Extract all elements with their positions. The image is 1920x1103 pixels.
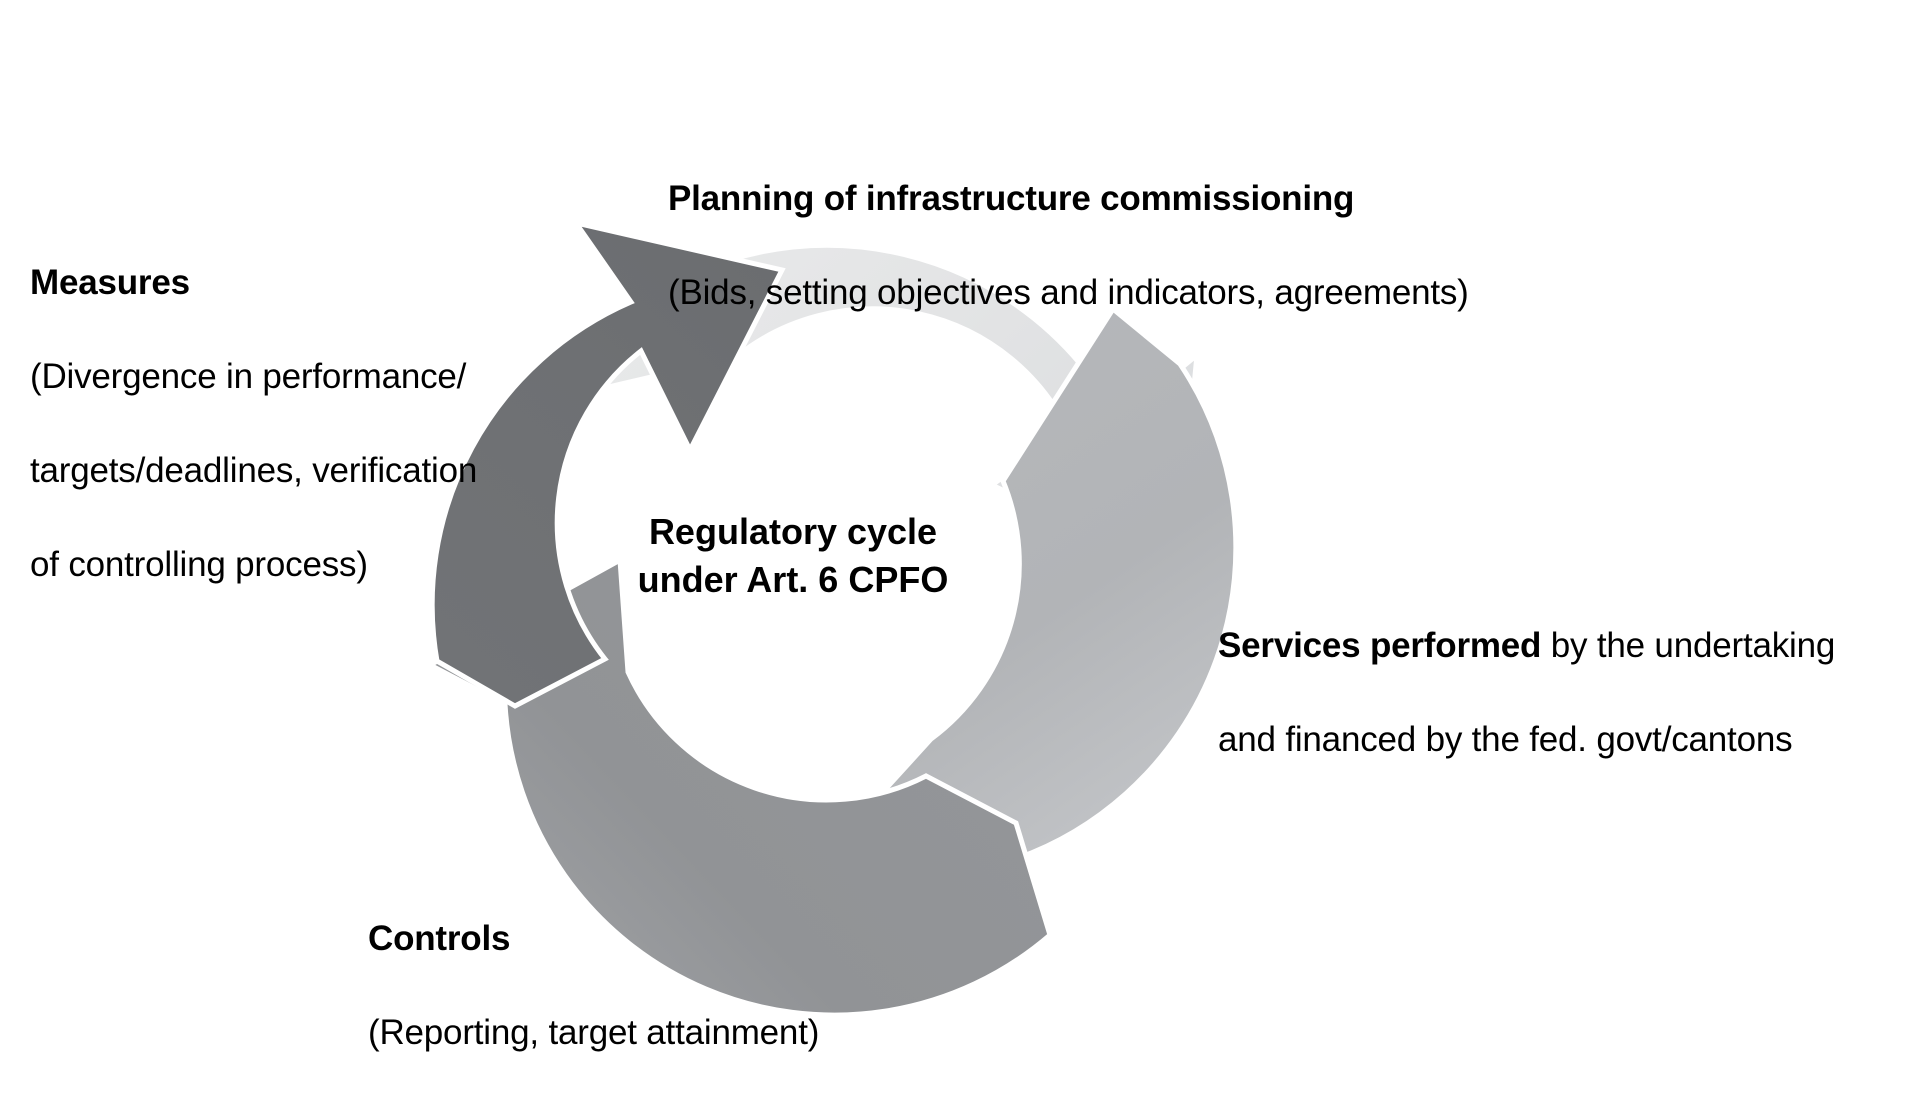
label-services-line1: Services performed by the undertaking [1218,622,1918,669]
diagram-canvas: Planning of infrastructure commissioning… [30,128,1918,1052]
center-caption-line1: Regulatory cycle [648,511,938,552]
arrow-measures [429,219,786,709]
label-services-detail-line2: and financed by the fed. govt/cantons [1218,720,1793,759]
label-planning-detail: (Bids, setting objectives and indicators… [668,273,1469,312]
center-caption-line2: under Art. 6 CPFO [637,559,949,600]
label-controls-heading: Controls [368,919,511,958]
label-controls-detail: (Reporting, target attainment) [368,1013,820,1052]
label-measures-detail-line1: (Divergence in performance/ [30,357,467,396]
label-controls: Controls (Reporting, target attainment) [368,868,1008,1103]
label-services-detail-line1-text: by the undertaking [1550,626,1836,665]
arrow-controls [424,555,1053,1018]
label-measures-detail-line2: targets/deadlines, verification [30,451,478,490]
label-planning-heading: Planning of infrastructure commissioning [668,179,1355,218]
label-planning: Planning of infrastructure commissioning… [668,128,1588,363]
regulatory-cycle-graphic [424,219,1236,1018]
label-measures-heading: Measures [30,263,190,302]
label-measures: Measures (Divergence in performance/ tar… [30,212,590,635]
label-services-detail-line1 [1541,626,1551,665]
center-caption: Regulatory cycle under Art. 6 CPFO [593,508,993,604]
label-services: Services performed by the undertaking an… [1218,575,1918,810]
label-measures-detail-line3: of controlling process) [30,545,368,584]
label-services-heading: Services performed [1218,626,1542,665]
